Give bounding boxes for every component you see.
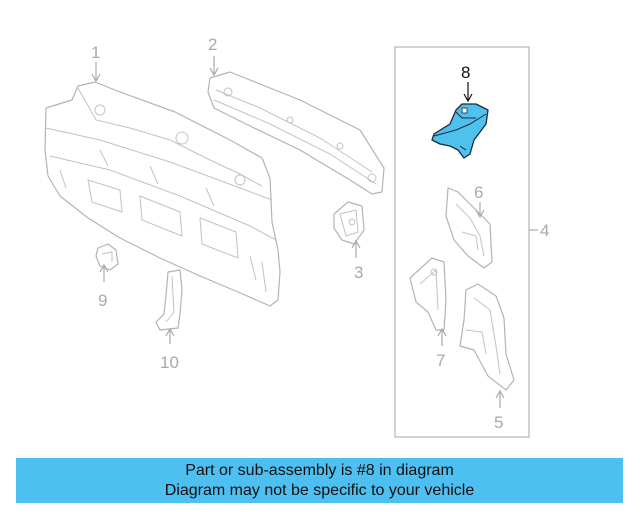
leader-5-arrow: [495, 389, 505, 399]
callout-4: 4: [540, 221, 549, 240]
callout-9: 9: [98, 291, 107, 310]
leader-7-arrow: [437, 327, 447, 337]
part-3-bracket: [333, 201, 365, 245]
callout-3: 3: [354, 263, 363, 282]
callout-2: 2: [208, 35, 217, 54]
leader-10-arrow: [165, 327, 175, 337]
part-10-vertical-bracket: [155, 269, 183, 331]
part-2-upper-rail: [207, 71, 385, 195]
part-8-highlighted: [431, 103, 489, 159]
callout-5: 5: [494, 413, 503, 432]
info-banner: Part or sub-assembly is #8 in diagram Di…: [16, 458, 623, 503]
callout-1: 1: [91, 43, 100, 62]
callout-6: 6: [474, 183, 483, 202]
callout-10: 10: [160, 353, 179, 372]
callout-8: 8: [461, 63, 470, 82]
leader-8-arrow: [463, 93, 473, 103]
part-5-side-panel: [459, 283, 515, 391]
banner-line-1: Part or sub-assembly is #8 in diagram: [185, 462, 454, 479]
leader-9-arrow: [99, 263, 109, 273]
leader-2-arrow: [209, 67, 219, 77]
part-1-rear-body-panel: [44, 81, 281, 307]
part-6-inner-panel: [445, 187, 493, 269]
leader-6-arrow: [475, 209, 485, 219]
leader-3-arrow: [351, 239, 361, 249]
part-7-support: [409, 257, 447, 331]
part-9-clip: [95, 243, 119, 271]
leader-1-arrow: [91, 73, 101, 83]
subassembly-4-frame: [394, 46, 530, 438]
banner-line-2: Diagram may not be specific to your vehi…: [164, 482, 475, 499]
callout-7: 7: [436, 351, 445, 370]
